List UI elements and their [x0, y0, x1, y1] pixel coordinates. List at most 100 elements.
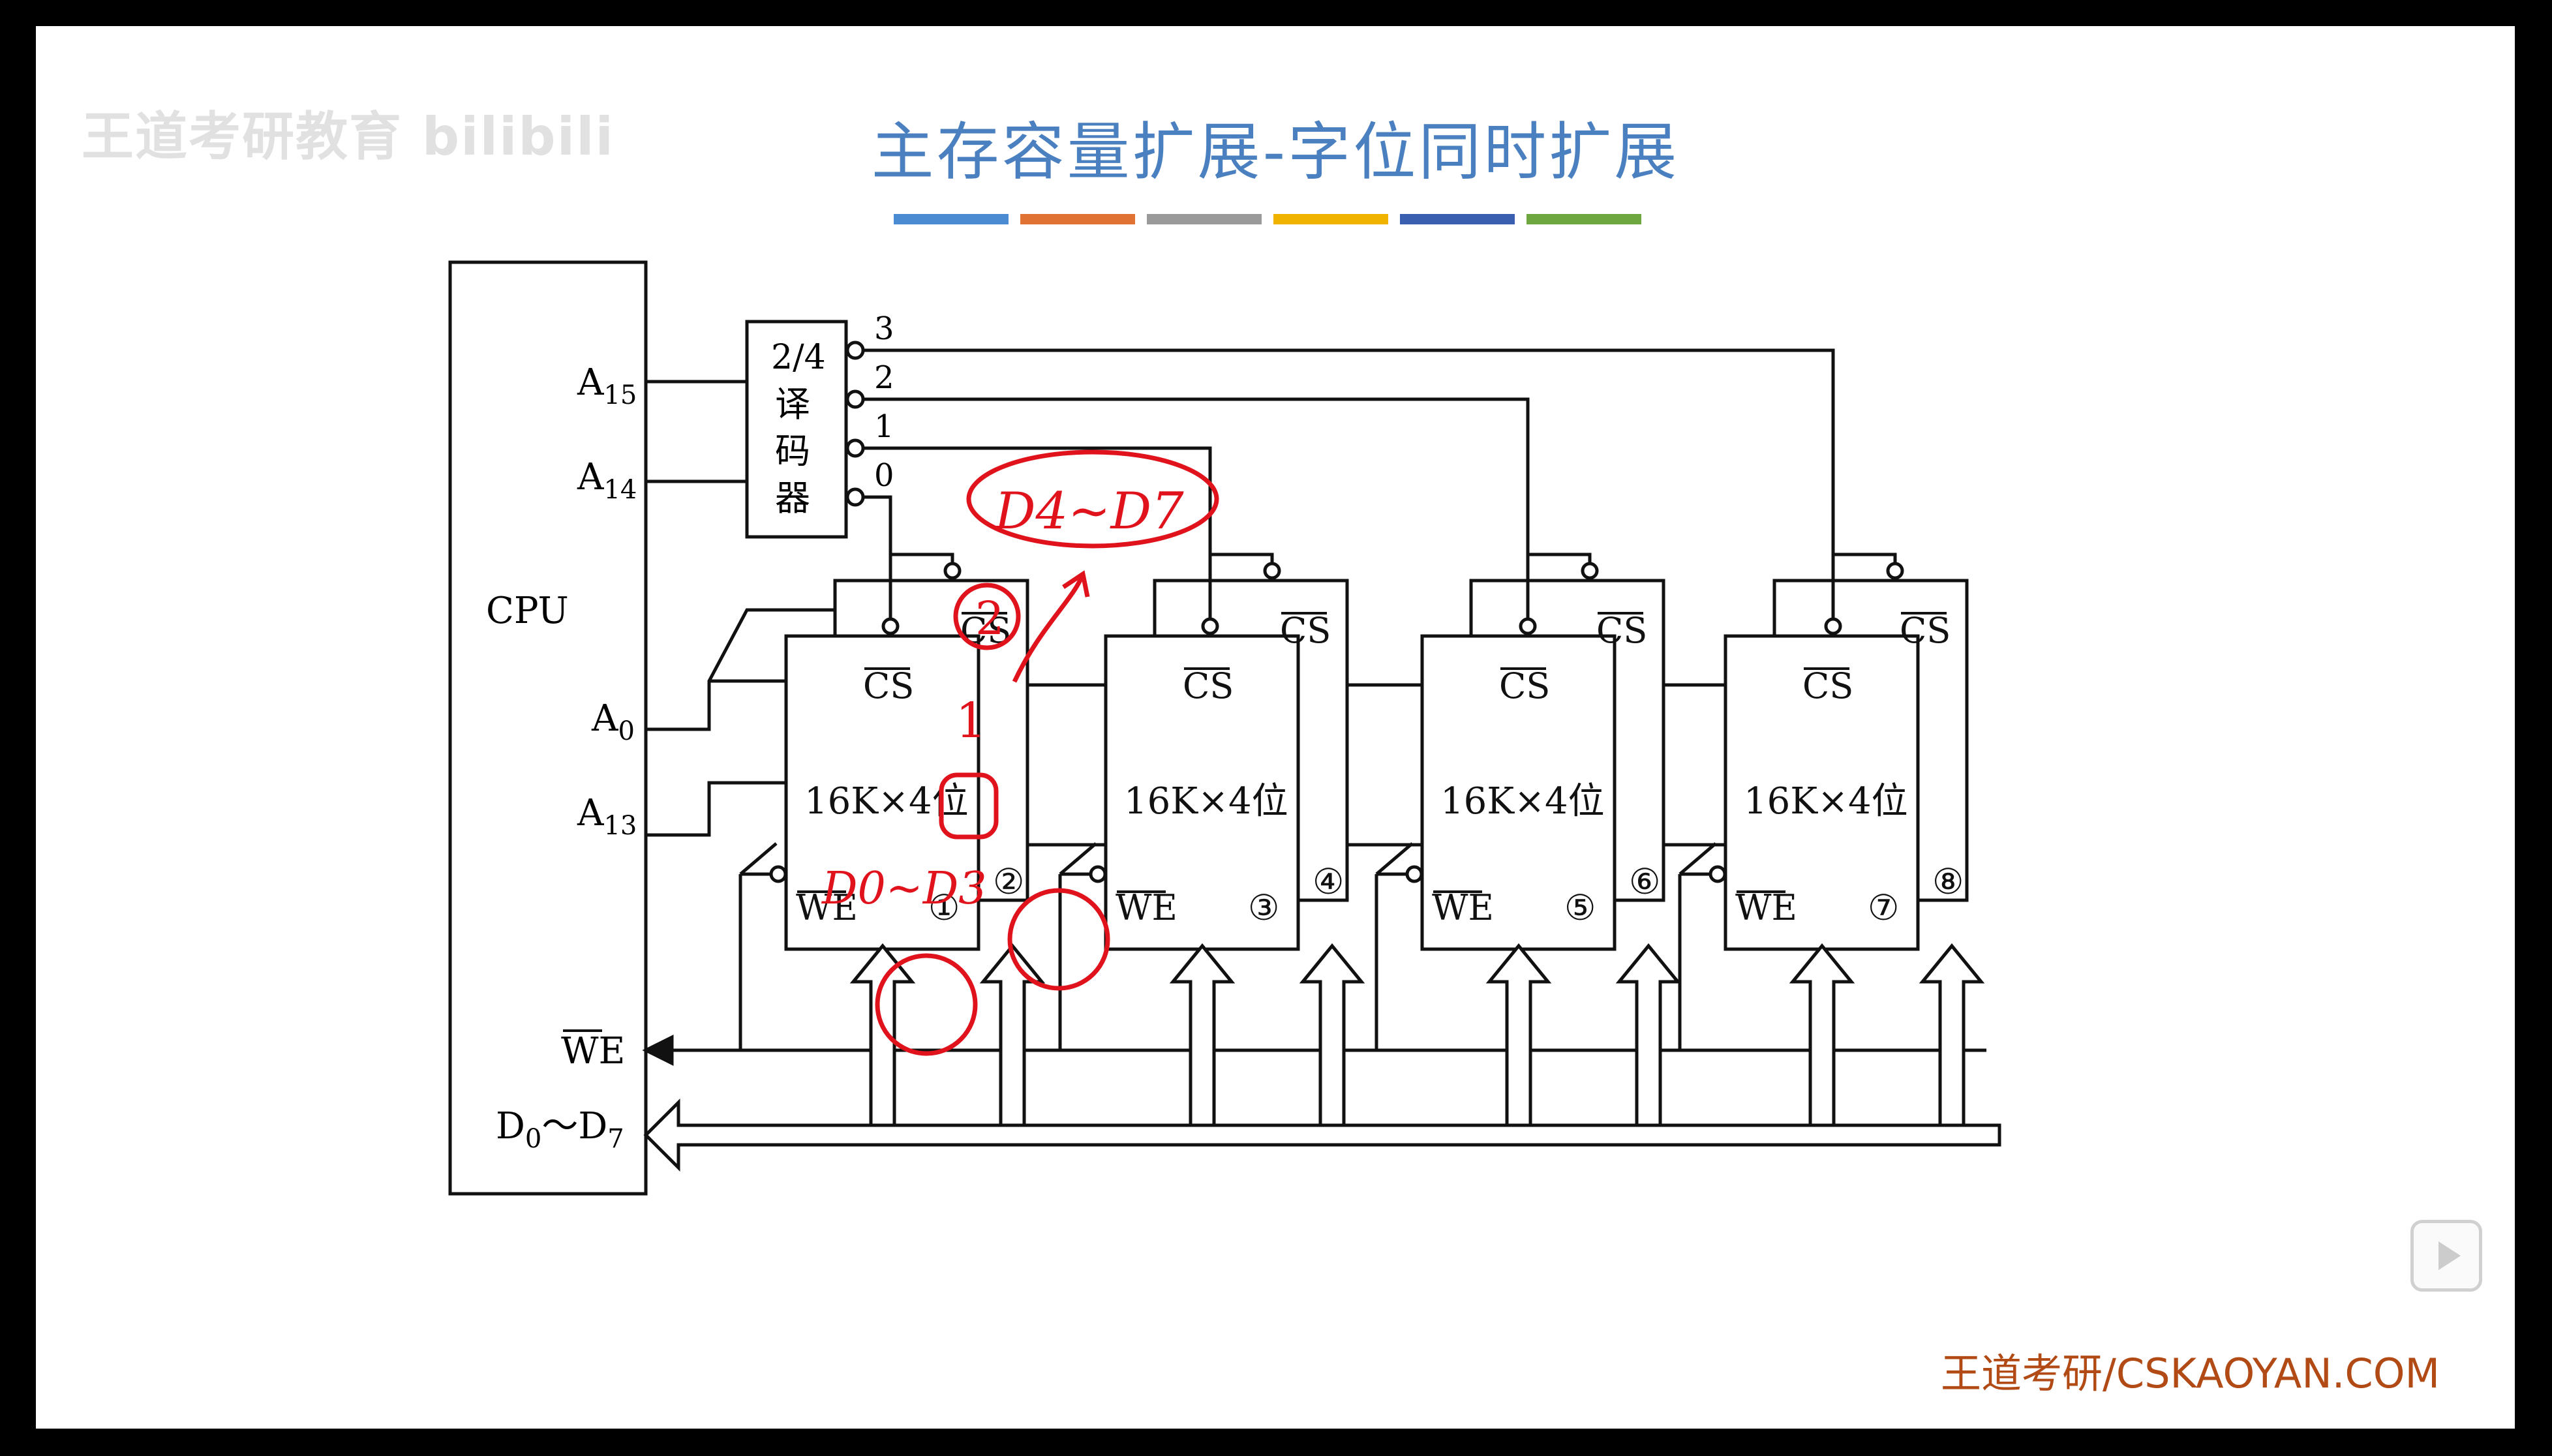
watermark: 王道考研教育 bilibili — [82, 106, 615, 167]
wire-a13 — [646, 781, 786, 837]
decoder-bubble-1 — [845, 438, 865, 458]
wire-cs-upper — [1210, 553, 1274, 564]
data-bus-arrow — [643, 1098, 2001, 1172]
annotation-circle-upper-arrow — [1007, 888, 1110, 991]
chip-label: 16K×4位 — [1124, 780, 1288, 823]
cs-bubble-lower — [1519, 617, 1537, 635]
cs-bubble-upper — [943, 562, 962, 580]
color-bar-1 — [894, 214, 1009, 224]
we-bubble — [1709, 865, 1727, 883]
chip-number-upper: ⑧ — [1932, 861, 1964, 902]
color-bar-6 — [1527, 214, 1641, 224]
chip-lower-4 — [1724, 634, 1920, 951]
data-arrow-lower — [1169, 943, 1236, 1127]
wire-we-diag — [1679, 842, 1717, 875]
chip-cs-label-upper: CS — [1280, 610, 1331, 651]
annotation-arrow-head — [1062, 570, 1090, 598]
data-arrow-upper — [1919, 943, 1985, 1127]
chip-cs-label: CS — [863, 665, 914, 706]
wire-we-diag — [1375, 842, 1414, 875]
decoder-output-2: 2 — [874, 359, 894, 396]
wire-decoder-to-cs — [863, 446, 1212, 619]
annotation-mark-one: 1 — [956, 693, 986, 749]
cs-bubble-lower — [1201, 617, 1219, 635]
we-bubble — [769, 865, 787, 883]
we-bubble — [1089, 865, 1107, 883]
chip-we-label: WE — [1432, 887, 1494, 928]
color-bar-2 — [1020, 214, 1135, 224]
cs-bubble-upper — [1886, 562, 1904, 580]
annotation-mark-two: 2 — [975, 592, 1005, 645]
chip-label: 16K×4位 — [1440, 780, 1605, 823]
wire-cs-upper — [1833, 553, 1897, 564]
pin-a14: A14 — [577, 456, 637, 505]
annotation-circle-2a — [953, 583, 1021, 650]
chip-number-lower: ③ — [1248, 887, 1279, 928]
annotation-lower-data: D0~D3 — [821, 863, 987, 915]
footer-brand: 王道考研/CSKAOYAN.COM — [1941, 1350, 2440, 1397]
chip-number-upper: ④ — [1313, 861, 1344, 902]
chip-cs-label: CS — [1499, 665, 1550, 706]
wire-we-diag — [739, 842, 778, 875]
wire-cs-upper — [890, 553, 954, 564]
chip-we-label: WE — [796, 887, 858, 928]
pin-data: D0～D7 — [496, 1105, 624, 1154]
chip-number-lower: ⑤ — [1564, 887, 1596, 928]
decoder-output-1: 1 — [874, 408, 894, 445]
slide-title: 主存容量扩展-字位同时扩展 — [871, 115, 1680, 189]
we-bubble — [1405, 865, 1423, 883]
chip-number-upper: ⑥ — [1629, 861, 1660, 902]
chip-number-upper: ② — [993, 861, 1024, 902]
cs-bubble-upper — [1581, 562, 1599, 580]
data-arrow-lower — [849, 943, 916, 1127]
annotation-box-4 — [939, 772, 999, 840]
pin-a15: A15 — [577, 361, 637, 410]
annotation-circle-lower-arrow — [875, 953, 978, 1056]
chip-number-lower: ① — [928, 887, 960, 928]
slide: 王道考研教育 bilibili 主存容量扩展-字位同时扩展 16K×4位 CS CS… — [36, 26, 2515, 1429]
decoder-bubble-3 — [845, 341, 865, 360]
wire-cs-upper — [1528, 553, 1592, 564]
data-arrow-lower — [1485, 943, 1552, 1127]
wire-decoder-to-cs — [863, 397, 1530, 619]
chip-lower-3 — [1420, 634, 1617, 951]
chip-cs-label: CS — [1183, 665, 1234, 706]
decoder-bubble-2 — [845, 389, 865, 409]
decoder-output-3: 3 — [874, 311, 894, 347]
chip-cs-label: CS — [1802, 665, 1853, 706]
data-arrow-upper — [1299, 943, 1365, 1127]
wire-decoder-to-cs — [863, 348, 1835, 619]
annotation-ellipse-d4d7 — [966, 449, 1219, 549]
wire-we-diag — [1059, 842, 1097, 875]
chip-label: 16K×4位 — [1744, 780, 1908, 823]
decoder-output-0: 0 — [874, 457, 894, 494]
color-bar-5 — [1400, 214, 1515, 224]
decoder-char-1: 译 — [775, 384, 810, 425]
pin-a0: A0 — [591, 697, 635, 746]
chip-number-lower: ⑦ — [1868, 887, 1899, 928]
cpu-box — [448, 260, 648, 1196]
decoder-label: 2/4 — [771, 338, 826, 377]
data-arrow-lower — [1789, 943, 1855, 1127]
chip-cs-label-upper: CS — [1900, 610, 1951, 651]
we-arrow-head — [642, 1034, 674, 1067]
decoder-char-3: 器 — [775, 478, 810, 519]
data-arrow-upper — [979, 943, 1046, 1127]
chip-we-label: WE — [1735, 887, 1797, 928]
title-underline-bars — [894, 214, 1641, 224]
wires — [642, 348, 1986, 1067]
decoder-bubble-0 — [845, 487, 865, 507]
chips — [448, 260, 2001, 1196]
pin-we: WE — [561, 1030, 625, 1072]
cpu-label: CPU — [486, 590, 569, 632]
color-bar-4 — [1273, 214, 1388, 224]
data-arrow-upper — [1615, 943, 1682, 1127]
wire-decoder-to-cs — [863, 495, 892, 619]
pin-a13: A13 — [577, 792, 637, 841]
decoder-char-2: 码 — [775, 431, 810, 472]
circuit-diagram: 16K×4位 CS CS WE ①② 16K×4位 CS CS WE ③④ 16K×4位 CS CS WE… — [448, 260, 2001, 1196]
play-icon[interactable] — [2410, 1220, 2482, 1292]
cs-bubble-lower — [881, 617, 900, 635]
chip-cs-label-upper: CS — [1596, 610, 1647, 651]
